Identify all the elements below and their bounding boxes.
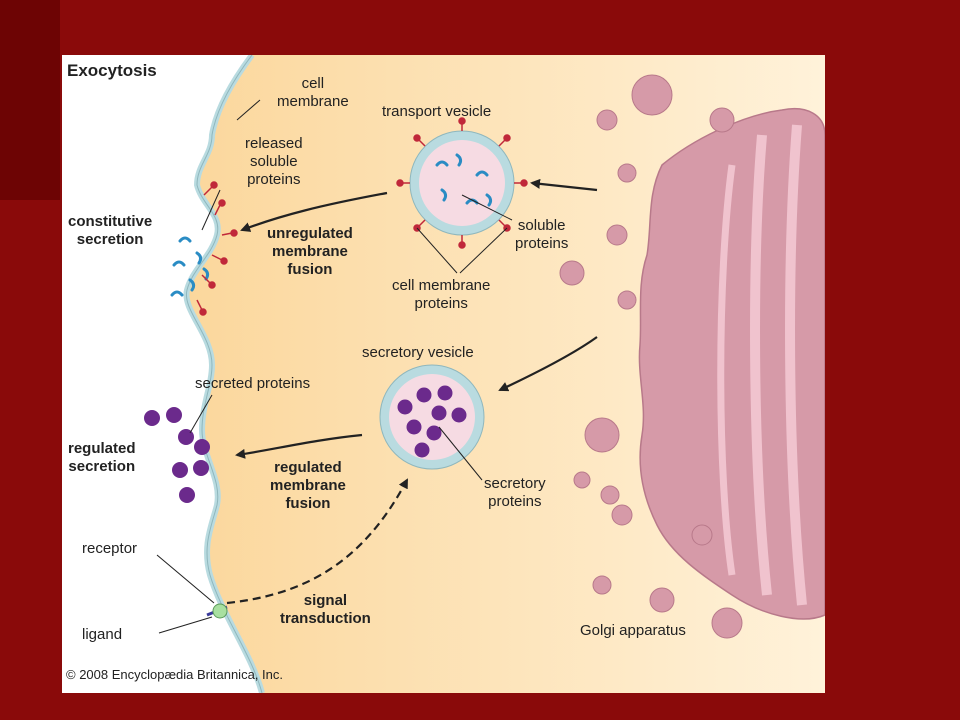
label-cm-proteins-line-2: proteins xyxy=(414,295,468,312)
label-unregulated-line-1: unregulated xyxy=(267,225,353,242)
label-signal-transduction: signal transduction xyxy=(280,592,371,628)
exocytosis-figure: Exocytosis cell membrane transport vesic… xyxy=(62,55,825,693)
label-regulated-fusion-line-3: fusion xyxy=(285,495,331,512)
label-receptor: receptor xyxy=(82,540,138,557)
secretory-vesicle xyxy=(379,364,485,470)
diagram-canvas xyxy=(144,55,825,693)
label-cell-membrane-proteins: cell membrane proteins xyxy=(392,277,490,313)
label-signal-line-1: signal xyxy=(303,592,348,609)
label-unregulated-line-3: fusion xyxy=(287,261,333,278)
label-secretory-vesicle: secretory vesicle xyxy=(362,344,474,361)
label-transport-vesicle: transport vesicle xyxy=(382,103,492,120)
label-constitutive-line-1: constitutive xyxy=(68,213,153,230)
label-cell-membrane-line-2: membrane xyxy=(277,93,349,110)
label-unregulated-membrane-fusion: unregulated membrane fusion xyxy=(267,225,353,279)
label-secretory-proteins-line-1: secretory xyxy=(484,475,546,492)
golgi-apparatus xyxy=(638,108,825,620)
transport-vesicle-membrane-proteins xyxy=(396,117,528,249)
label-soluble-line-2: proteins xyxy=(515,235,569,252)
label-regulated-secretion: regulated secretion xyxy=(68,440,136,476)
label-constitutive-secretion: constitutive secretion xyxy=(68,213,152,249)
label-soluble-proteins: soluble proteins xyxy=(515,217,568,253)
figure-title: Exocytosis xyxy=(67,61,157,80)
label-secretory-proteins-line-2: proteins xyxy=(488,493,542,510)
label-secreted-proteins: secreted proteins xyxy=(195,375,311,392)
label-released-line-2: soluble xyxy=(250,153,298,170)
label-constitutive-line-2: secretion xyxy=(76,231,144,248)
label-released-soluble-proteins: released soluble proteins xyxy=(245,135,303,189)
label-signal-line-2: transduction xyxy=(280,610,371,627)
label-released-line-1: released xyxy=(245,135,303,152)
secretory-proteins xyxy=(397,385,467,458)
label-cell-membrane: cell membrane xyxy=(277,75,349,111)
label-regulated-secretion-line-1: regulated xyxy=(68,440,136,457)
arrows xyxy=(226,178,598,605)
label-regulated-fusion-line-1: regulated xyxy=(274,459,342,476)
label-regulated-fusion-line-2: membrane xyxy=(270,477,346,494)
label-golgi-apparatus: Golgi apparatus xyxy=(580,622,686,639)
label-cell-membrane-line-1: cell xyxy=(301,75,325,92)
label-released-line-3: proteins xyxy=(247,171,301,188)
label-unregulated-line-2: membrane xyxy=(271,243,348,260)
label-secretory-proteins: secretory proteins xyxy=(484,475,546,511)
label-regulated-secretion-line-2: secretion xyxy=(68,458,136,475)
transport-vesicle xyxy=(409,130,515,236)
label-regulated-membrane-fusion: regulated membrane fusion xyxy=(270,459,346,513)
membrane-fusion-proteins xyxy=(196,181,238,316)
slide-background-shade xyxy=(0,0,60,200)
golgi-vesicles xyxy=(559,74,743,639)
receptor-ligand xyxy=(206,603,228,619)
copyright-notice: © 2008 Encyclopædia Britannica, Inc. xyxy=(66,667,283,682)
label-ligand: ligand xyxy=(82,626,123,643)
label-soluble-line-1: soluble xyxy=(517,217,566,234)
released-soluble-proteins xyxy=(170,236,210,297)
leader-lines xyxy=(156,99,513,634)
label-cm-proteins-line-1: cell membrane xyxy=(392,277,491,294)
